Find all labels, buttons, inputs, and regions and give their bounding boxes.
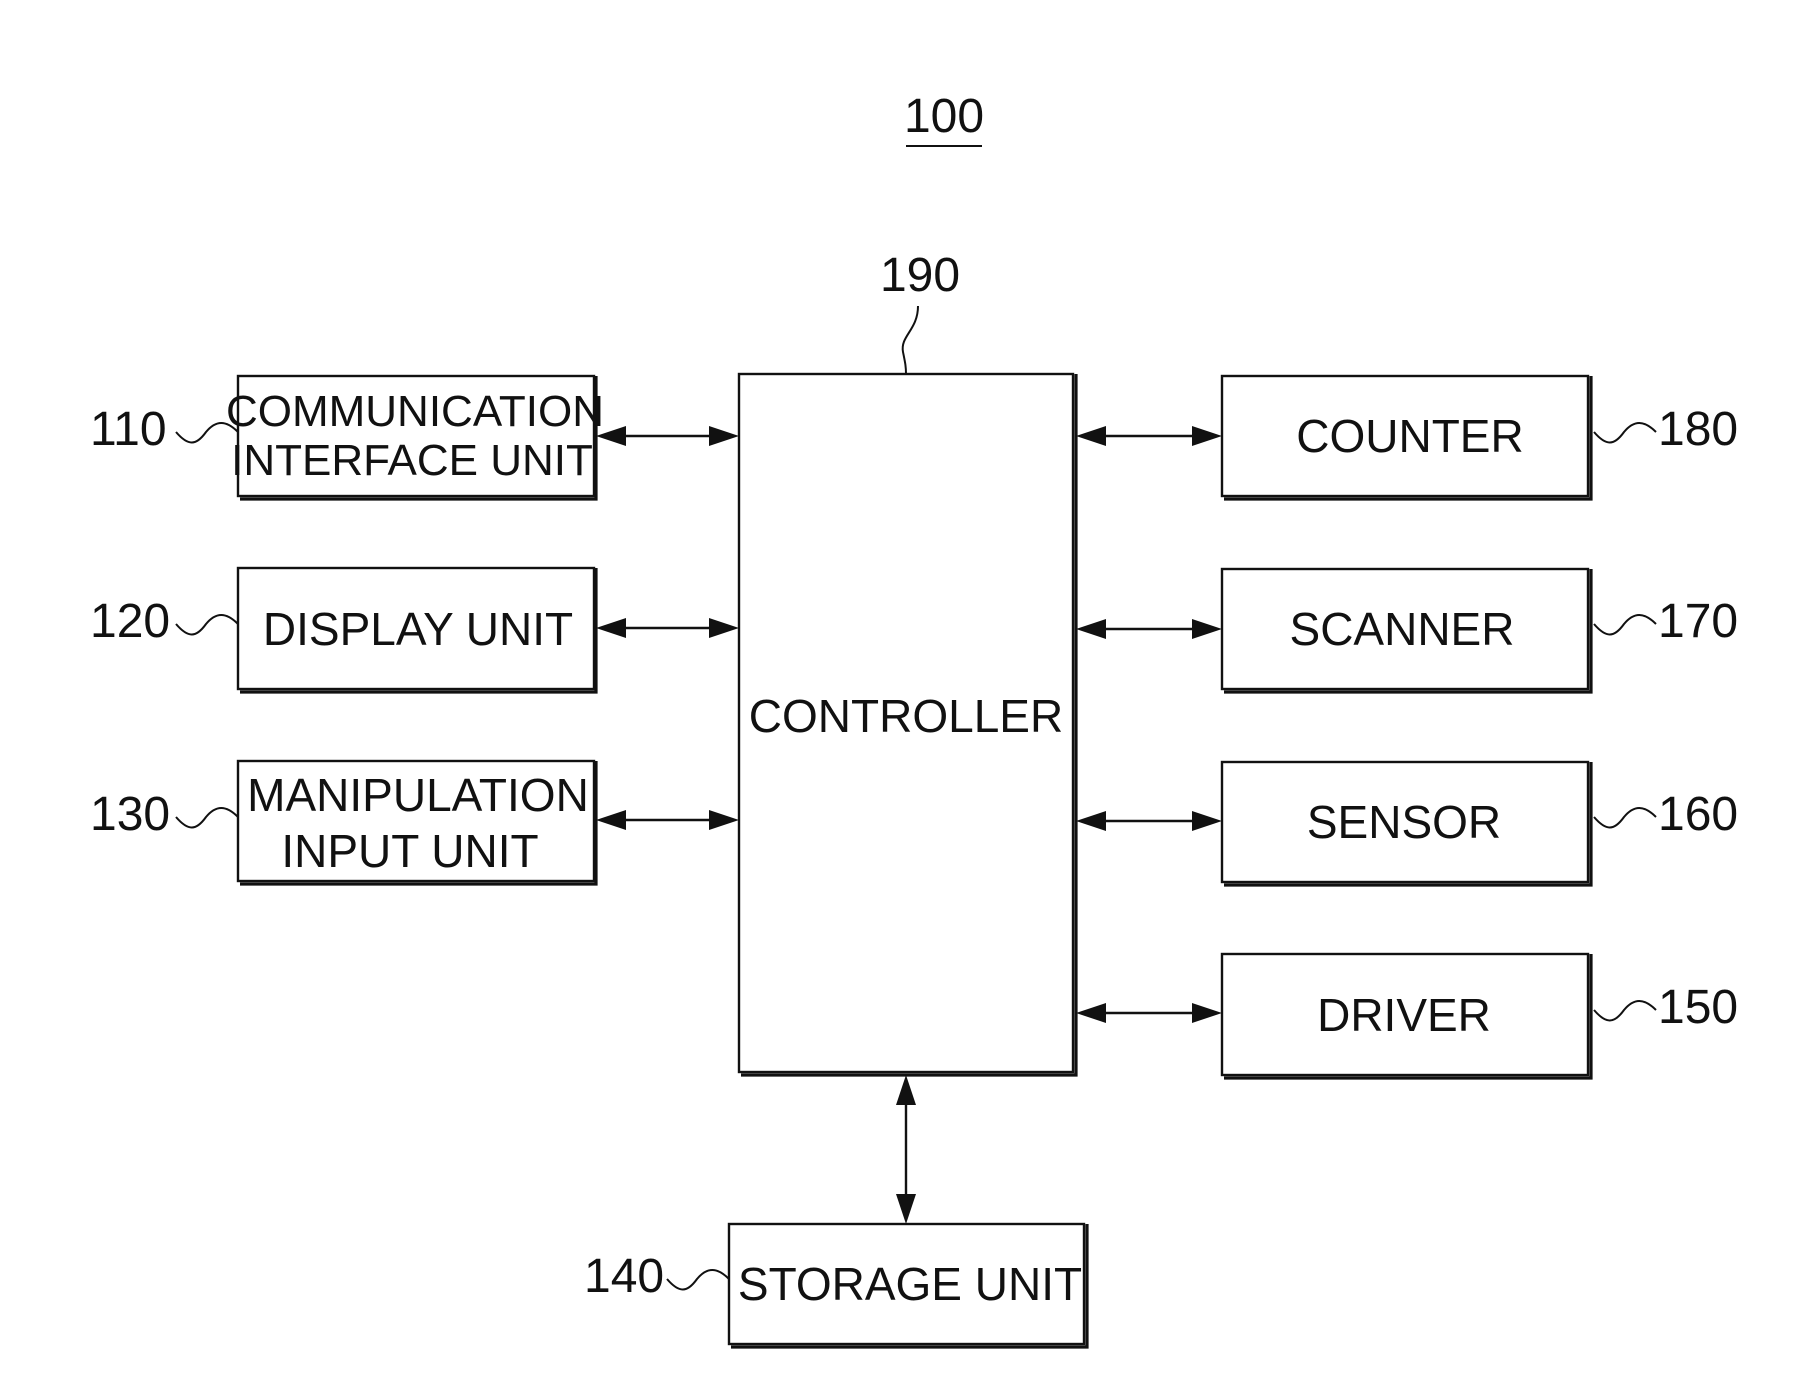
display-unit-block: DISPLAY UNIT 120 [90, 568, 596, 692]
figure-reference: 100 [904, 90, 984, 143]
driver-block: DRIVER 150 [1222, 954, 1738, 1078]
display-ref-leader [176, 615, 238, 635]
arrow-manipulation-controller [596, 810, 739, 830]
communication-label-line1: COMMUNICATION [226, 387, 604, 436]
sensor-ref: 160 [1658, 788, 1738, 841]
arrow-controller-driver [1076, 1003, 1222, 1023]
display-ref: 120 [90, 595, 170, 648]
driver-ref: 150 [1658, 981, 1738, 1034]
driver-label: DRIVER [1317, 989, 1491, 1041]
controller-block: CONTROLLER 190 [739, 249, 1076, 1075]
figure-reference-group: 100 [904, 90, 984, 146]
controller-label: CONTROLLER [749, 690, 1063, 742]
manipulation-label-line1: MANIPULATION [247, 769, 589, 821]
arrow-controller-counter [1076, 426, 1222, 446]
storage-label: STORAGE UNIT [738, 1258, 1082, 1310]
storage-ref-leader [667, 1270, 729, 1290]
counter-label: COUNTER [1296, 410, 1523, 462]
storage-ref: 140 [584, 1250, 664, 1303]
sensor-ref-leader [1594, 808, 1656, 828]
arrow-communication-controller [596, 426, 739, 446]
communication-label-line2: INTERFACE UNIT [231, 436, 593, 485]
scanner-ref: 170 [1658, 595, 1738, 648]
counter-ref: 180 [1658, 403, 1738, 456]
sensor-block: SENSOR 160 [1222, 762, 1738, 885]
counter-ref-leader [1594, 423, 1656, 443]
manipulation-ref-leader [176, 808, 238, 828]
display-label: DISPLAY UNIT [263, 603, 573, 655]
communication-ref: 110 [90, 403, 167, 456]
arrow-controller-scanner [1076, 619, 1222, 639]
sensor-label: SENSOR [1307, 796, 1501, 848]
scanner-label: SCANNER [1290, 603, 1515, 655]
manipulation-label-line2: INPUT UNIT [281, 825, 538, 877]
arrow-controller-storage [896, 1075, 916, 1224]
scanner-ref-leader [1594, 615, 1656, 635]
counter-block: COUNTER 180 [1222, 376, 1738, 499]
communication-interface-block: COMMUNICATION INTERFACE UNIT 110 [90, 376, 604, 499]
manipulation-input-block: MANIPULATION INPUT UNIT 130 [90, 761, 596, 884]
manipulation-ref: 130 [90, 788, 170, 841]
controller-ref: 190 [880, 249, 960, 302]
storage-unit-block: STORAGE UNIT 140 [584, 1224, 1087, 1347]
arrow-display-controller [596, 618, 739, 638]
driver-ref-leader [1594, 1001, 1656, 1021]
arrow-controller-sensor [1076, 811, 1222, 831]
controller-ref-leader [903, 306, 918, 374]
scanner-block: SCANNER 170 [1222, 569, 1738, 692]
